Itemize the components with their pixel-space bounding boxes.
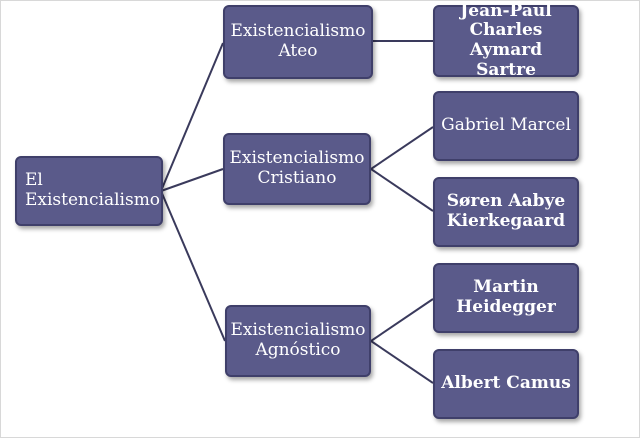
connector-root-cristiano bbox=[160, 168, 224, 192]
connector-agnostico-heidegger bbox=[370, 298, 434, 342]
connector-agnostico-camus bbox=[370, 340, 434, 384]
leaf-node-kierkegaard: Søren Aabye Kierkegaard bbox=[433, 177, 579, 247]
leaf-node-sartre: Jean-Paul Charles Aymard Sartre bbox=[433, 1, 579, 79]
connector-cristiano-marcel bbox=[370, 126, 434, 170]
root-node: El Existencialismo bbox=[15, 156, 163, 226]
leaf-node-marcel: Gabriel Marcel bbox=[433, 91, 579, 161]
branch-node-agnostico: Existencialismo Agnóstico bbox=[225, 305, 371, 377]
connector-root-agnostico bbox=[160, 190, 226, 342]
connector-cristiano-kierkegaard bbox=[370, 168, 434, 212]
leaf-node-camus: Albert Camus bbox=[433, 349, 579, 419]
leaf-node-heidegger: Martin Heidegger bbox=[433, 263, 579, 333]
branch-node-ateo: Existencialismo Ateo bbox=[223, 5, 373, 79]
branch-node-cristiano: Existencialismo Cristiano bbox=[223, 133, 371, 205]
connector-root-ateo bbox=[160, 42, 224, 192]
